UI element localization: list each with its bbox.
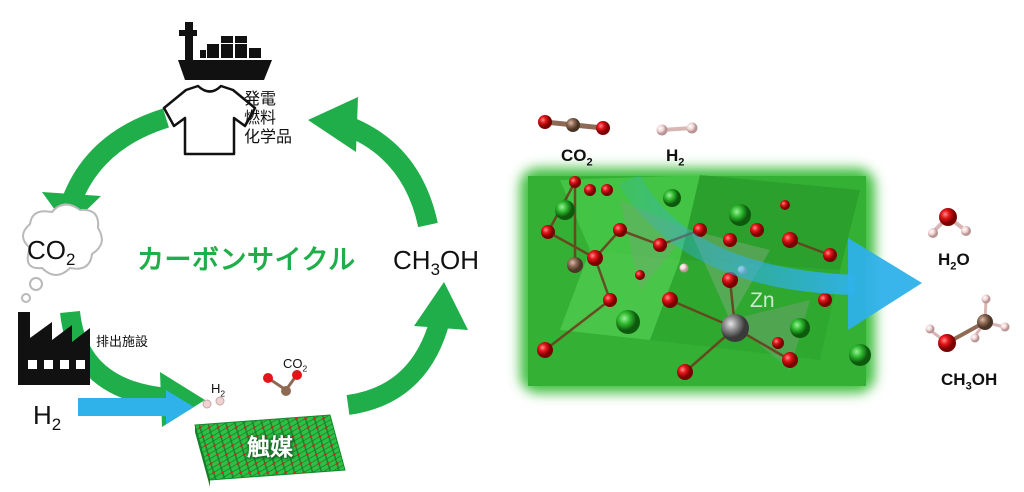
methanol-label: CH3OH (393, 245, 479, 280)
zn-atom (721, 314, 749, 342)
catalyst-h2-label: H2 (211, 381, 226, 399)
co2-cloud-label: CO2 (27, 235, 76, 270)
cycle-arrow-bottom-right (346, 282, 468, 415)
catalyst-label: 触媒 (247, 434, 293, 460)
reactant-co2-label: CO2 (561, 146, 593, 169)
product-methanol-label: CH3OH (941, 370, 998, 393)
oxygen-atoms (537, 176, 837, 380)
catalyst-co2-molecule (263, 370, 302, 396)
co2-cloud-icon (21, 203, 103, 303)
catalyst-co2-label: CO2 (283, 356, 308, 374)
uses-label: 発電 燃料 化学品 (244, 90, 304, 147)
reactant-co2-molecule (538, 115, 610, 135)
emission-facility-label: 排出施設 (96, 334, 149, 349)
h2-feed-arrow (78, 390, 194, 424)
reaction-arrow (618, 175, 922, 330)
uses-label-text: 発電 燃料 化学品 (244, 91, 293, 146)
product-methanol-molecule (925, 294, 1010, 352)
product-h2o-molecule (928, 208, 971, 238)
catalyst-slab (194, 414, 346, 487)
catalyst-h2-molecule (202, 396, 225, 409)
factory-icon (18, 312, 90, 385)
zn-atom-label: Zn (750, 289, 775, 312)
ship-icon (178, 22, 272, 80)
h2-feed-label: H2 (33, 400, 62, 435)
product-h2o-label: H2O (938, 250, 970, 273)
reactant-h2-molecule (656, 122, 698, 136)
cycle-arrow-top-right (308, 97, 438, 228)
tshirt-icon (162, 84, 257, 156)
metal-atoms (555, 189, 871, 366)
reactant-h2-label: H2 (666, 146, 685, 169)
carbon-cycle-label: カーボンサイクル (137, 245, 356, 275)
